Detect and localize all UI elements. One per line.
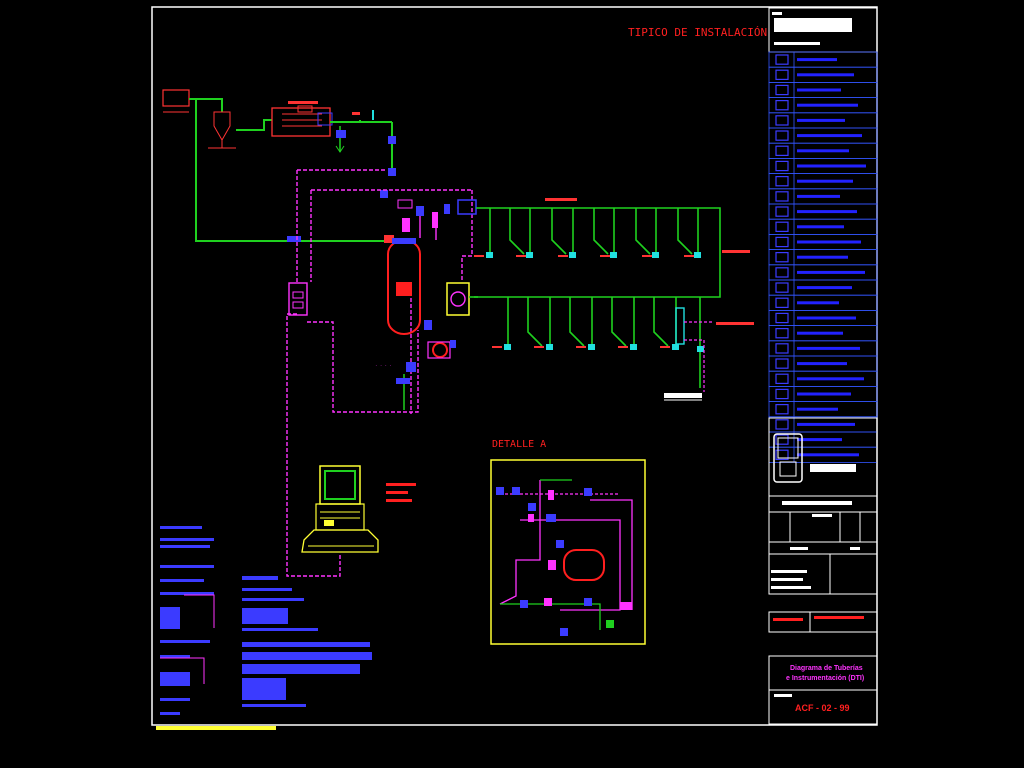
svg-text:. . . .: . . . . <box>375 362 392 367</box>
distribution-header <box>474 207 721 388</box>
caption-line-2: e Instrumentación (DTI) <box>786 675 864 682</box>
caption-line-1: Diagrama de Tuberías <box>790 665 863 672</box>
separator-vessel <box>213 111 231 142</box>
drain-label-bar <box>664 393 702 398</box>
supply-pipe-2 <box>236 119 272 131</box>
instrument-lines <box>286 169 473 577</box>
monitoring-workstation <box>301 465 416 553</box>
supply-pipe-1 <box>189 98 223 112</box>
transmitter-box <box>288 282 308 316</box>
tank-drain-assembly: . . . . <box>375 320 456 410</box>
drawing-title: TIPICO DE INSTALACIÓN <box>628 26 767 39</box>
title-block: Diagrama de Tuberías e Instrumentación (… <box>768 417 878 725</box>
outlet-fittings <box>486 252 704 352</box>
detail-a-content <box>496 479 633 636</box>
detail-label: DETALLE A <box>492 439 546 450</box>
air-filter-box <box>162 89 190 107</box>
supply-equipment <box>162 89 396 198</box>
main-green-loop <box>195 99 388 242</box>
supply-pipe-3 <box>330 120 361 123</box>
outlet-tags <box>474 198 754 348</box>
legend-table <box>768 7 878 463</box>
tank-manifold <box>397 199 477 240</box>
detail-a-frame <box>490 459 646 645</box>
point-of-use-filter <box>446 282 470 316</box>
sheet-code: ACF - 02 - 99 <box>795 703 850 713</box>
general-notes <box>156 526 372 730</box>
